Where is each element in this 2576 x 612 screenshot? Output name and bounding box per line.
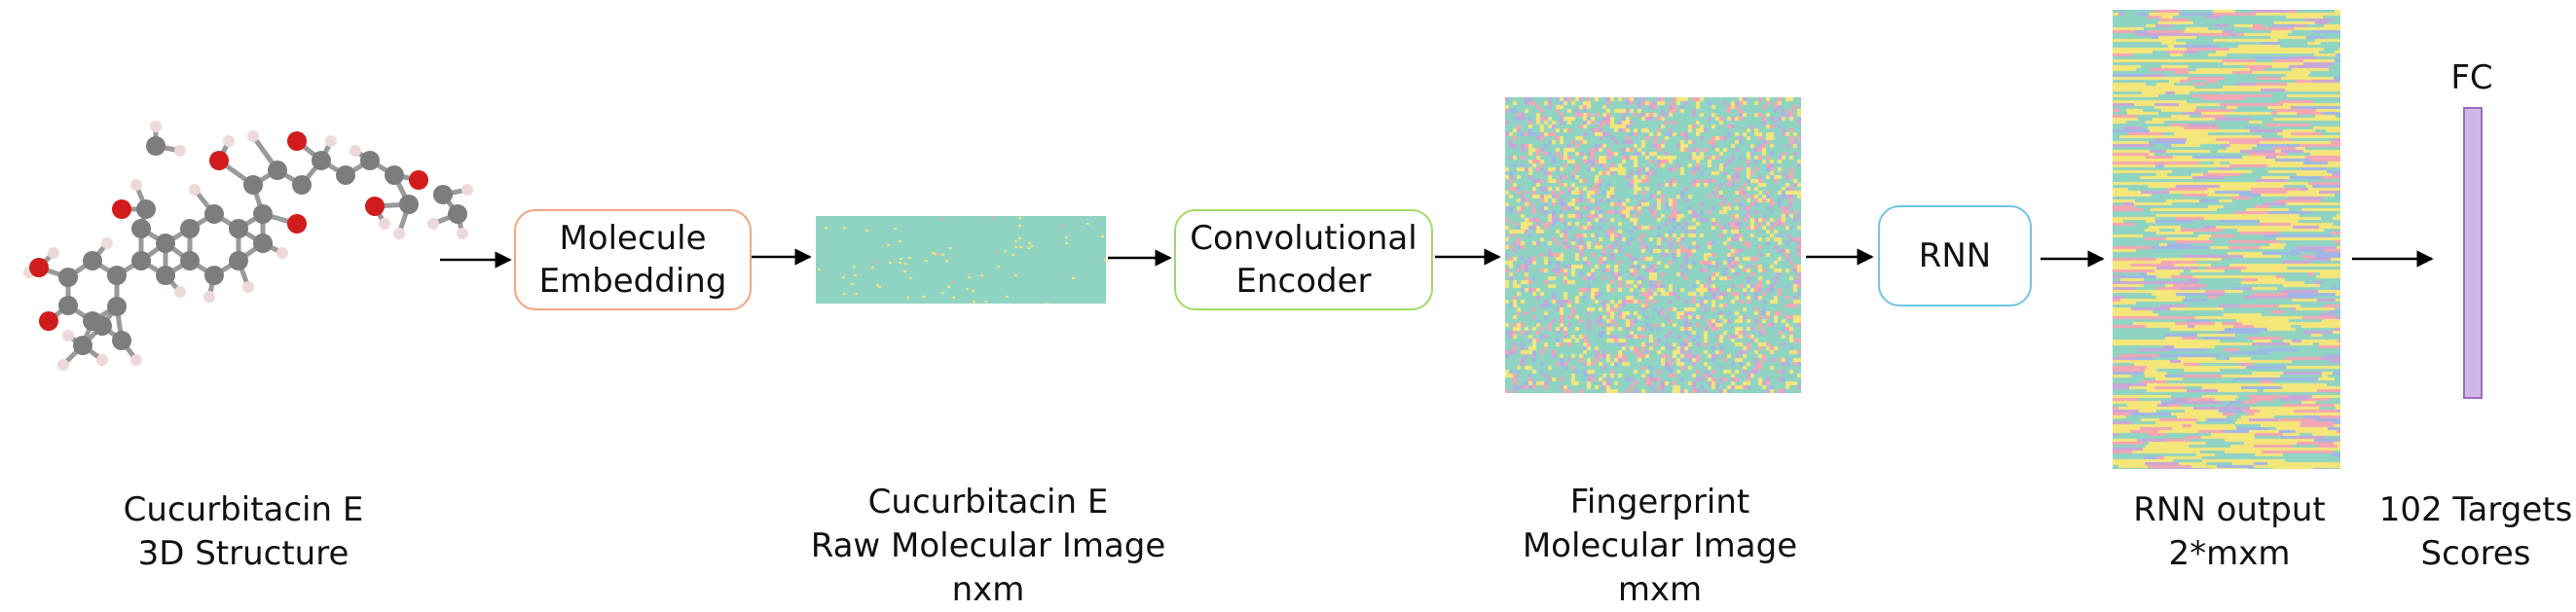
- hydrogen-atom: [101, 237, 113, 249]
- hydrogen-atom: [203, 291, 215, 303]
- fingerprint-molecular-image: [1505, 97, 1801, 393]
- carbon-atom: [136, 199, 156, 219]
- raw-molecular-image: [816, 216, 1106, 304]
- fc-layer-bar: [2463, 107, 2483, 399]
- caption-line: Scores: [2420, 534, 2531, 573]
- hydrogen-atom: [393, 228, 405, 239]
- carbon-atom: [146, 136, 166, 156]
- rnn-output-image: [2113, 10, 2340, 469]
- carbon-atom: [433, 185, 453, 204]
- carbon-atom: [107, 297, 127, 316]
- carbon-atom: [92, 316, 112, 336]
- caption-line: Cucurbitacin E: [867, 483, 1109, 522]
- carbon-atom: [83, 251, 102, 270]
- caption-3d-structure: Cucurbitacin E 3D Structure: [78, 488, 409, 576]
- oxygen-atom: [39, 311, 58, 331]
- hydrogen-atom: [242, 281, 254, 293]
- oxygen-atom: [29, 258, 49, 277]
- carbon-atom: [229, 219, 248, 238]
- hydrogen-atom: [130, 354, 142, 366]
- carbon-atom: [156, 234, 175, 253]
- hydrogen-atom: [276, 247, 288, 259]
- carbon-atom: [399, 195, 419, 214]
- hydrogen-atom: [62, 330, 74, 342]
- carbon-atom: [253, 234, 273, 253]
- caption-scores: 102 Targets Scores: [2375, 488, 2576, 576]
- hydrogen-atom: [174, 286, 186, 298]
- molecule-embedding-label: Molecule Embedding: [538, 219, 727, 301]
- oxygen-atom: [365, 197, 385, 216]
- oxygen-atom: [287, 131, 307, 151]
- molecule-3d-structure: [23, 121, 473, 371]
- convolutional-encoder-label: Convolutional Encoder: [1190, 219, 1417, 301]
- carbon-atom: [180, 251, 200, 270]
- carbon-atom: [268, 161, 287, 180]
- caption-line: 3D Structure: [137, 534, 350, 573]
- hydrogen-atom: [379, 218, 390, 230]
- caption-line: Molecular Image: [1522, 526, 1798, 565]
- carbon-atom: [360, 151, 380, 170]
- carbon-atom: [58, 296, 78, 315]
- rnn-box: RNN: [1878, 205, 2032, 306]
- carbon-atom: [156, 266, 175, 285]
- hydrogen-atom: [189, 184, 201, 196]
- caption-line: mxm: [1617, 570, 1703, 609]
- oxygen-atom: [287, 214, 307, 234]
- caption-line: Raw Molecular Image: [810, 526, 1166, 565]
- oxygen-atom: [112, 199, 131, 219]
- carbon-atom: [448, 204, 467, 224]
- carbon-atom: [107, 266, 127, 285]
- hydrogen-atom: [130, 179, 142, 191]
- hydrogen-atom: [96, 354, 108, 366]
- oxygen-atom: [409, 170, 428, 190]
- carbon-atom: [180, 219, 200, 238]
- rnn-label: RNN: [1918, 236, 1992, 275]
- hydrogen-atom: [350, 145, 361, 157]
- carbon-atom: [58, 268, 78, 287]
- carbon-atom: [243, 175, 263, 195]
- carbon-atom: [73, 336, 92, 355]
- carbon-atom: [131, 251, 151, 270]
- convolutional-encoder-box: Convolutional Encoder: [1174, 209, 1433, 310]
- hydrogen-atom: [427, 218, 439, 230]
- hydrogen-atom: [247, 130, 259, 142]
- hydrogen-atom: [325, 135, 337, 147]
- hydrogen-atom: [48, 247, 59, 259]
- fc-label: FC: [2450, 58, 2493, 97]
- carbon-atom: [292, 175, 312, 195]
- hydrogen-atom: [57, 359, 69, 371]
- oxygen-atom: [209, 151, 229, 170]
- caption-line: nxm: [951, 570, 1025, 609]
- caption-line: 2*mxm: [2168, 534, 2291, 573]
- caption-rnn-output: RNN output 2*mxm: [2093, 488, 2366, 576]
- caption-raw-image: Cucurbitacin E Raw Molecular Image nxm: [793, 481, 1183, 612]
- hydrogen-atom: [174, 145, 186, 157]
- caption-line: Cucurbitacin E: [123, 490, 364, 529]
- caption-line: RNN output: [2133, 490, 2326, 529]
- carbon-atom: [112, 331, 131, 350]
- hydrogen-atom: [461, 184, 473, 196]
- carbon-atom: [131, 219, 151, 238]
- caption-fingerprint: Fingerprint Molecular Image mxm: [1485, 481, 1835, 612]
- carbon-atom: [253, 204, 273, 224]
- molecule-embedding-box: Molecule Embedding: [514, 209, 752, 310]
- carbon-atom: [312, 151, 331, 170]
- carbon-atom: [336, 165, 355, 185]
- hydrogen-atom: [223, 135, 235, 147]
- hydrogen-atom: [150, 121, 162, 132]
- carbon-atom: [385, 165, 404, 185]
- hydrogen-atom: [457, 228, 468, 239]
- caption-line: Fingerprint: [1569, 483, 1750, 522]
- carbon-atom: [229, 251, 248, 270]
- carbon-atom: [204, 266, 224, 285]
- carbon-atom: [204, 204, 224, 224]
- caption-line: 102 Targets: [2378, 490, 2573, 529]
